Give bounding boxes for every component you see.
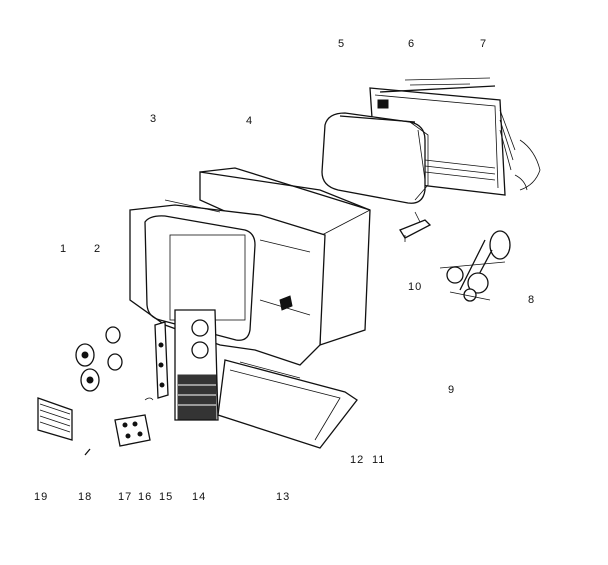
part-picture-tube bbox=[321, 112, 429, 204]
part-labels: 5 6 7 3 4 1 2 10 8 9 12 11 19 18 17 16 1… bbox=[34, 38, 535, 503]
part-button-plate bbox=[114, 397, 154, 447]
part-base-stand bbox=[217, 359, 358, 449]
label-4: 4 bbox=[246, 115, 253, 127]
label-15: 15 bbox=[159, 491, 173, 503]
label-19: 19 bbox=[34, 491, 48, 503]
label-2: 2 bbox=[94, 243, 101, 255]
label-6: 6 bbox=[408, 38, 415, 50]
part-knobs bbox=[75, 326, 123, 392]
label-10: 10 bbox=[408, 281, 422, 293]
label-9: 9 bbox=[448, 384, 455, 396]
part-speaker-grille bbox=[37, 397, 91, 456]
label-18: 18 bbox=[78, 491, 92, 503]
label-12: 12 bbox=[350, 454, 364, 466]
label-11: 11 bbox=[372, 454, 385, 466]
label-8: 8 bbox=[528, 294, 535, 306]
label-3: 3 bbox=[150, 113, 157, 125]
part-side-strip bbox=[154, 321, 169, 399]
label-1: 1 bbox=[60, 243, 67, 255]
label-16: 16 bbox=[138, 491, 152, 503]
label-7: 7 bbox=[480, 38, 487, 50]
part-tuner-assembly bbox=[439, 230, 511, 302]
part-bracket bbox=[399, 211, 432, 242]
label-13: 13 bbox=[276, 491, 290, 503]
label-14: 14 bbox=[192, 491, 206, 503]
part-control-panel bbox=[174, 309, 219, 421]
label-17: 17 bbox=[118, 491, 132, 503]
label-5: 5 bbox=[338, 38, 345, 50]
